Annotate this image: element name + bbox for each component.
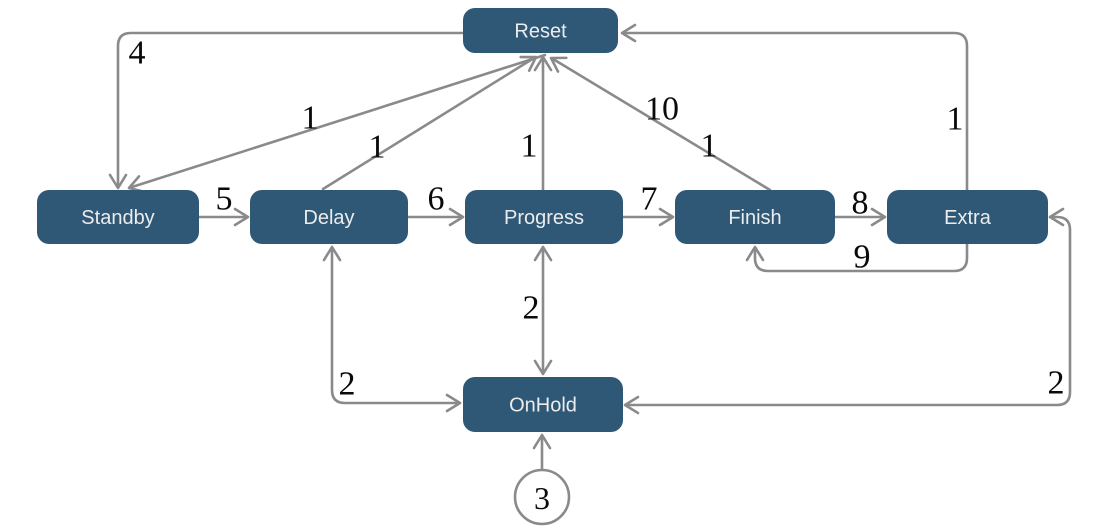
edge-delay-reset-label: 1	[369, 129, 386, 166]
edge-delay-onhold-arrowhead-icon	[445, 393, 462, 413]
state-node-delay-label: Delay	[303, 207, 354, 229]
initial-state-label: 3	[534, 480, 550, 516]
edge-delay-reset-arrowhead-icon	[519, 55, 538, 72]
edge-progress-finish-arrowhead-icon	[658, 207, 675, 227]
state-node-standby-label: Standby	[81, 207, 154, 229]
edge-extra-onhold-arrowhead-icon	[623, 395, 640, 415]
state-node-reset: Reset	[463, 8, 618, 53]
state-node-finish-label: Finish	[728, 207, 781, 229]
edge-finish-reset-arrowhead-icon	[549, 56, 568, 73]
state-node-standby: Standby	[37, 190, 199, 244]
edge-delay-onhold-arrowhead-icon	[322, 245, 342, 262]
edge-progress-onhold-arrowhead-icon	[533, 245, 553, 262]
edge-progress-onhold-arrowhead-icon	[533, 359, 553, 376]
edge-progress-finish-label: 7	[641, 181, 658, 218]
state-node-progress: Progress	[465, 190, 623, 244]
edge-labels-layer: 5 6 7 8 4 1 1 1 10 1 1 9 2 2 2	[129, 35, 1065, 403]
state-node-progress-label: Progress	[504, 207, 584, 229]
edge-finish-reset-label: 10	[645, 91, 679, 128]
edge-extra-reset-loop	[622, 31, 969, 192]
edge-reset-standby-diagonal-label: 1	[302, 100, 319, 137]
edge-extra-reset-loop-arrowhead-icon	[620, 23, 637, 43]
edge-init-onhold-arrowhead-icon	[532, 433, 552, 450]
edge-extra-finish	[753, 242, 969, 273]
edge-progress-onhold-label: 2	[523, 290, 540, 327]
edge-reset-standby-diagonal	[130, 53, 547, 189]
state-node-delay: Delay	[250, 190, 408, 244]
state-node-progress-box	[465, 190, 623, 244]
edge-delay-progress-arrowhead-icon	[448, 207, 465, 227]
edge-extra-finish-arrowhead-icon	[745, 245, 765, 262]
state-node-extra-box	[887, 190, 1048, 244]
state-node-reset-label: Reset	[514, 21, 567, 43]
state-node-reset-box	[463, 8, 618, 53]
state-node-finish-box	[675, 190, 835, 244]
initial-state-circle	[513, 468, 571, 526]
edge-extra-onhold	[625, 215, 1072, 407]
edge-extra-finish-label: 9	[854, 239, 871, 276]
edge-delay-onhold	[330, 247, 460, 405]
edge-progress-reset-label: 1	[521, 128, 538, 165]
initial-state-marker: 3	[513, 468, 571, 526]
edge-reset-standby-loop	[116, 31, 465, 187]
state-node-onhold: OnHold	[463, 377, 623, 432]
state-node-delay-box	[250, 190, 408, 244]
state-node-standby-box	[37, 190, 199, 244]
state-node-onhold-label: OnHold	[509, 395, 577, 417]
edge-extra-onhold-label: 2	[1048, 365, 1065, 402]
state-node-finish: Finish	[675, 190, 835, 244]
edge-reset-standby-loop-label: 4	[129, 35, 146, 72]
state-node-extra: Extra	[887, 190, 1048, 244]
edge-extra-reset-loop-label: 1	[947, 101, 964, 138]
edge-delay-reset	[321, 56, 536, 191]
edge-standby-delay-arrowhead-icon	[233, 207, 250, 227]
edge-standby-delay-label: 5	[216, 181, 233, 218]
edge-progress-reset-arrowhead-icon	[533, 55, 553, 72]
edge-finish-reset	[551, 57, 772, 192]
edge-reset-standby-loop-arrowhead-icon	[108, 173, 128, 190]
edge-finish-reset-label: 1	[701, 128, 718, 165]
edge-finish-extra-label: 8	[852, 185, 869, 222]
edge-delay-progress-label: 6	[428, 181, 445, 218]
state-node-extra-label: Extra	[944, 207, 992, 229]
state-node-onhold-box	[463, 377, 623, 432]
edge-delay-onhold-label: 2	[339, 366, 356, 403]
edge-finish-extra-arrowhead-icon	[870, 207, 887, 227]
edge-extra-onhold-arrowhead-icon	[1048, 207, 1065, 227]
